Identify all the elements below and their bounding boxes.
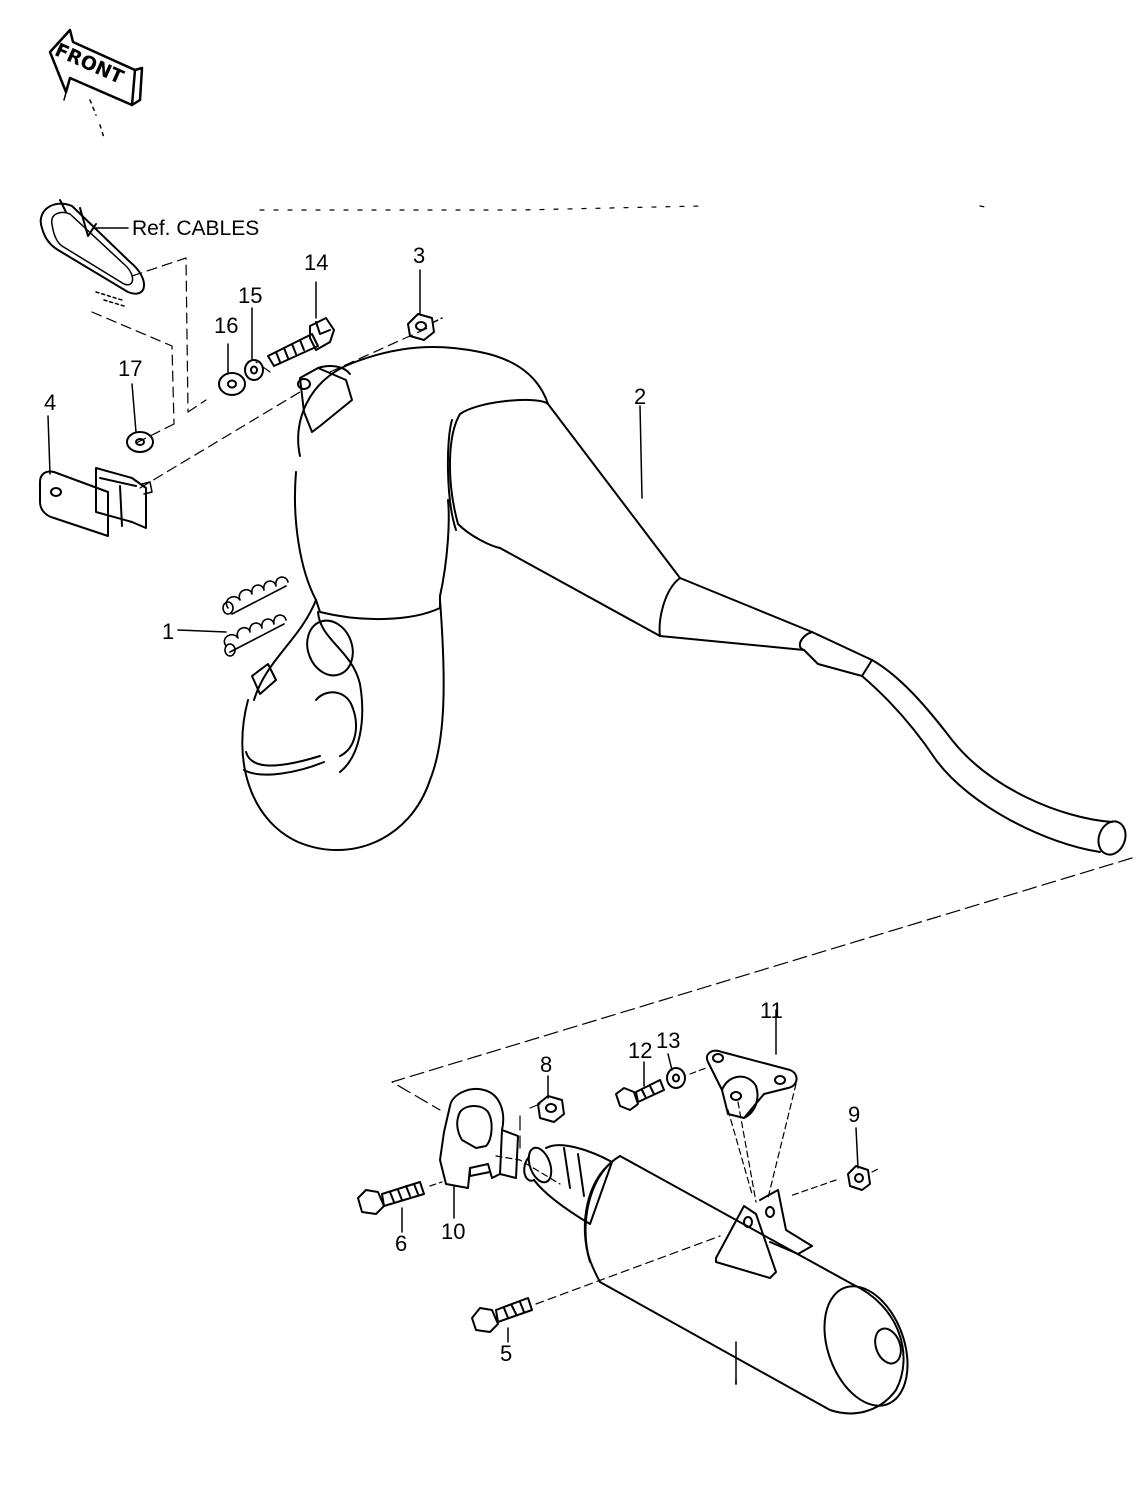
callout-1: 1 [162, 619, 175, 644]
washer-17-icon [126, 431, 154, 453]
bolt-14-icon [267, 317, 335, 367]
callout-9: 9 [848, 1102, 861, 1127]
callout-13: 13 [656, 1028, 681, 1053]
bolt-6-icon [357, 1155, 561, 1215]
clamp-10-icon [439, 1088, 519, 1189]
callout-4: 4 [44, 390, 57, 415]
callout-3: 3 [413, 243, 426, 268]
silencer-icon [523, 1144, 909, 1415]
springs-1-icon [222, 576, 289, 657]
callout-2: 2 [634, 384, 647, 409]
washer-16-icon [218, 372, 246, 396]
callout-16: 16 [214, 313, 239, 338]
bolt-5-icon [471, 1235, 721, 1333]
callout-5: 5 [500, 1341, 513, 1366]
callout-11: 11 [760, 998, 783, 1023]
bracket-11-icon [706, 1009, 798, 1203]
expansion-chamber-2-icon [241, 346, 1127, 856]
washer-13-icon [666, 1067, 707, 1089]
bolt-12-icon [615, 1079, 665, 1111]
reference-lines [91, 205, 991, 489]
nut-8-icon [537, 1095, 565, 1123]
nut-9-icon [789, 1165, 881, 1197]
ref-cables-label: Ref. CABLES [132, 217, 260, 240]
callout-8: 8 [540, 1052, 553, 1077]
callout-6: 6 [395, 1231, 408, 1256]
callout-14: 14 [304, 250, 329, 275]
leader-lines [47, 269, 859, 1343]
front-arrow-icon [48, 28, 144, 139]
lock-washer-15-icon [244, 359, 264, 381]
bracket-4-icon [39, 467, 153, 537]
callout-15: 15 [238, 283, 263, 308]
nut-3-icon [407, 313, 443, 341]
callout-17: 17 [118, 356, 143, 381]
callout-10: 10 [441, 1219, 466, 1244]
callout-12: 12 [628, 1038, 653, 1063]
cable-clamp-icon [39, 199, 145, 307]
